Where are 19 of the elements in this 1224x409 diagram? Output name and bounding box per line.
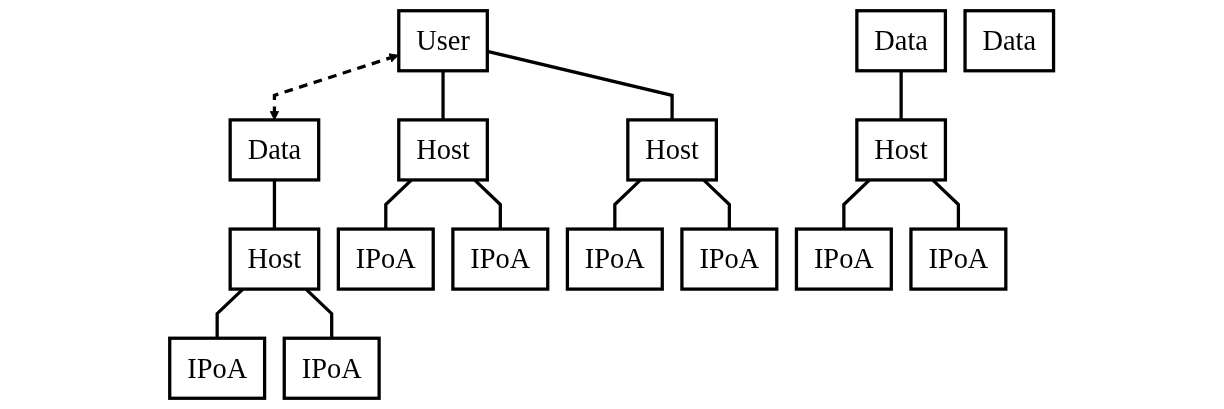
node-box: Data <box>855 9 948 73</box>
node-box: Host <box>228 227 321 291</box>
node-box: Data <box>963 9 1056 73</box>
connector <box>899 70 904 120</box>
node-box: IPoA <box>909 227 1008 291</box>
node-box: Data <box>228 118 321 182</box>
connector <box>441 70 446 120</box>
connector <box>273 179 277 230</box>
node-box: IPoA <box>566 227 665 291</box>
node-box: IPoA <box>168 336 267 400</box>
node-box: Host <box>855 118 948 182</box>
node-box: IPoA <box>282 336 382 400</box>
node-box: User <box>397 9 490 73</box>
node-box: IPoA <box>680 227 779 291</box>
node-box: Host <box>626 118 719 182</box>
node-box: IPoA <box>337 227 436 291</box>
node-box: IPoA <box>795 227 894 291</box>
node-box: IPoA <box>451 227 550 291</box>
node-box: Host <box>397 118 490 182</box>
